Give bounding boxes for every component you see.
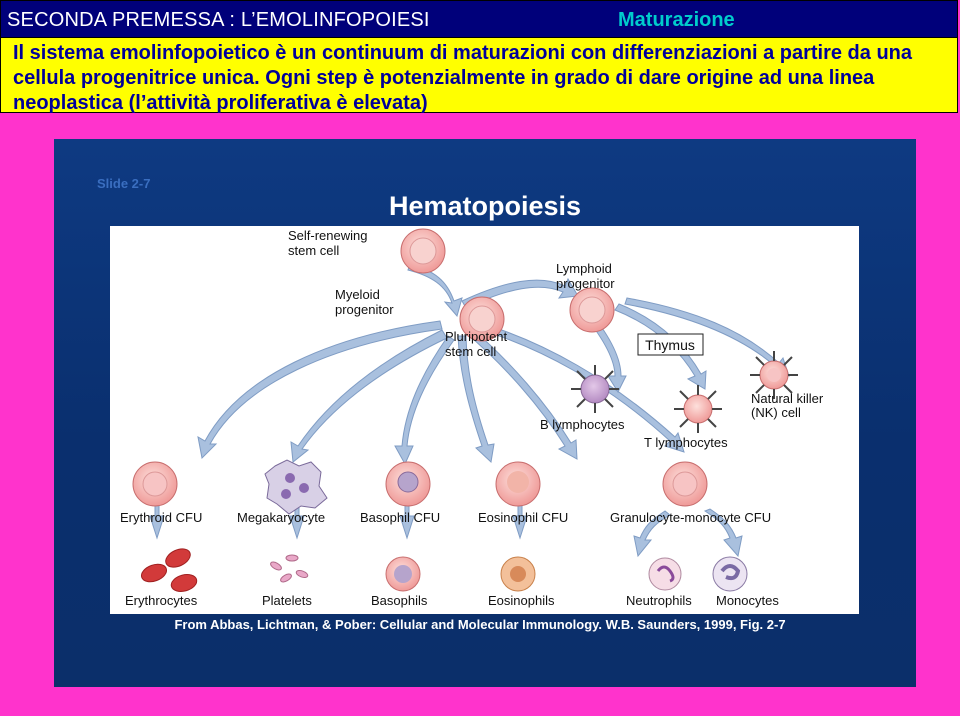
stem-cells xyxy=(400,228,615,342)
label-basophils: Basophils xyxy=(371,593,428,608)
cfu-cells xyxy=(132,459,708,515)
diagram-panel: Thymus xyxy=(110,226,859,614)
label-monocytes: Monocytes xyxy=(716,593,779,608)
thymus-box xyxy=(637,333,704,356)
lymphocytes xyxy=(571,351,798,433)
label-nk-1: Natural killer xyxy=(751,391,824,406)
intro-box: Il sistema emolinfopoietico è un continu… xyxy=(0,38,958,114)
header-bar: SECONDA PREMESSA : L’EMOLINFOPOIESI Matu… xyxy=(0,0,958,38)
label-lymphoid-1: Lymphoid xyxy=(556,261,612,276)
hematopoiesis-diagram: Thymus xyxy=(120,228,824,608)
mature-cells xyxy=(140,548,748,592)
label-nk-2: (NK) cell xyxy=(751,405,801,420)
label-eosinophil-cfu: Eosinophil CFU xyxy=(478,510,568,525)
label-lymphoid-2: progenitor xyxy=(556,276,615,291)
intro-text: Il sistema emolinfopoietico è un continu… xyxy=(13,42,913,114)
label-gm-cfu: Granulocyte-monocyte CFU xyxy=(610,510,771,525)
figure-title: Hematopoiesis xyxy=(388,191,582,221)
label-pluripotent-2: stem cell xyxy=(445,344,496,359)
diagram-labels: Self-renewing stem cell Myeloid progenit… xyxy=(120,228,824,608)
figure-caption: From Abbas, Lichtman, & Pober: Cellular … xyxy=(174,617,786,632)
header-section: Maturazione xyxy=(618,9,735,31)
label-neutrophils: Neutrophils xyxy=(626,593,692,608)
thymus-label: Thymus xyxy=(645,337,695,353)
label-eosinophils: Eosinophils xyxy=(488,593,555,608)
label-myeloid-2: progenitor xyxy=(335,302,394,317)
label-t-lymphocytes: T lymphocytes xyxy=(644,435,728,450)
label-basophil-cfu: Basophil CFU xyxy=(360,510,440,525)
label-megakaryocyte: Megakaryocyte xyxy=(237,510,325,525)
label-erythroid-cfu: Erythroid CFU xyxy=(120,510,202,525)
slide-label: Slide 2-7 xyxy=(97,176,151,191)
label-platelets: Platelets xyxy=(262,593,312,608)
label-b-lymphocytes: B lymphocytes xyxy=(540,417,625,432)
label-myeloid-1: Myeloid xyxy=(335,287,380,302)
label-erythrocytes: Erythrocytes xyxy=(125,593,198,608)
label-self-renewing-1: Self-renewing xyxy=(288,228,368,243)
label-pluripotent-1: Pluripotent xyxy=(445,329,508,344)
label-self-renewing-2: stem cell xyxy=(288,243,339,258)
header-title: SECONDA PREMESSA : L’EMOLINFOPOIESI xyxy=(7,9,430,31)
